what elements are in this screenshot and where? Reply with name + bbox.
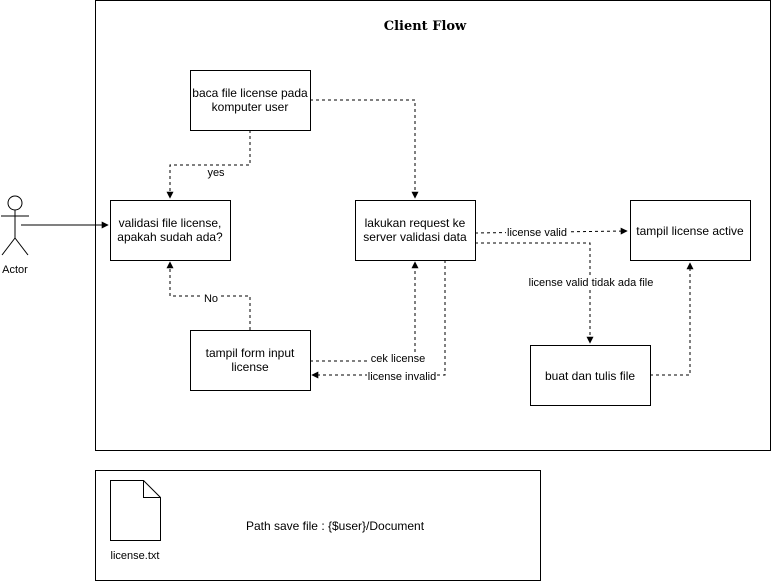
file-icon bbox=[110, 480, 161, 541]
node-validate-line-2: apakah sudah ada? bbox=[117, 230, 223, 244]
storage-container bbox=[95, 470, 541, 581]
edge-read-to-validate bbox=[166, 130, 251, 199]
client-flow-title: Client Flow bbox=[384, 19, 467, 34]
node-write-file-line-1: buat dan tulis file bbox=[545, 369, 635, 383]
edge-label-license-invalid: license invalid bbox=[368, 371, 436, 383]
node-input-form-line-2: license bbox=[231, 360, 269, 374]
node-write-file: buat dan tulis file bbox=[530, 345, 651, 406]
edge-label-license-valid: license valid bbox=[507, 227, 567, 239]
node-read-license-line-2: komputer user bbox=[212, 100, 289, 114]
edge-read-to-request bbox=[310, 99, 419, 199]
node-input-form: tampil form input license bbox=[190, 330, 311, 391]
edge-label-cek-license: cek license bbox=[371, 353, 425, 365]
edge-write-to-active bbox=[650, 262, 694, 376]
node-show-active-line-1: tampil license active bbox=[636, 224, 744, 238]
node-read-license-line-1: baca file license pada bbox=[192, 86, 308, 100]
node-show-active: tampil license active bbox=[630, 200, 751, 261]
node-request-line-1: lakukan request ke bbox=[365, 216, 466, 230]
file-name-label: license.txt bbox=[111, 550, 160, 562]
edge-label-valid-no-file: license valid tidak ada file bbox=[529, 277, 654, 289]
node-read-license: baca file license pada komputer user bbox=[190, 70, 311, 131]
edge-request-to-active bbox=[474, 227, 628, 235]
edge-request-to-write bbox=[475, 242, 594, 344]
node-request-line-2: server validasi data bbox=[363, 230, 467, 244]
edge-label-yes: yes bbox=[207, 167, 225, 179]
path-save-text: Path save file : {$user}/Document bbox=[246, 519, 425, 533]
edge-label-no: No bbox=[204, 293, 218, 305]
node-input-form-line-1: tampil form input bbox=[206, 346, 295, 360]
node-validate: validasi file license, apakah sudah ada? bbox=[110, 200, 231, 261]
actor-figure bbox=[1, 195, 29, 256]
edge-request-to-input bbox=[311, 260, 446, 379]
node-request: lakukan request ke server validasi data bbox=[355, 200, 476, 261]
node-validate-line-1: validasi file license, bbox=[119, 216, 222, 230]
actor-label: Actor bbox=[2, 264, 28, 276]
